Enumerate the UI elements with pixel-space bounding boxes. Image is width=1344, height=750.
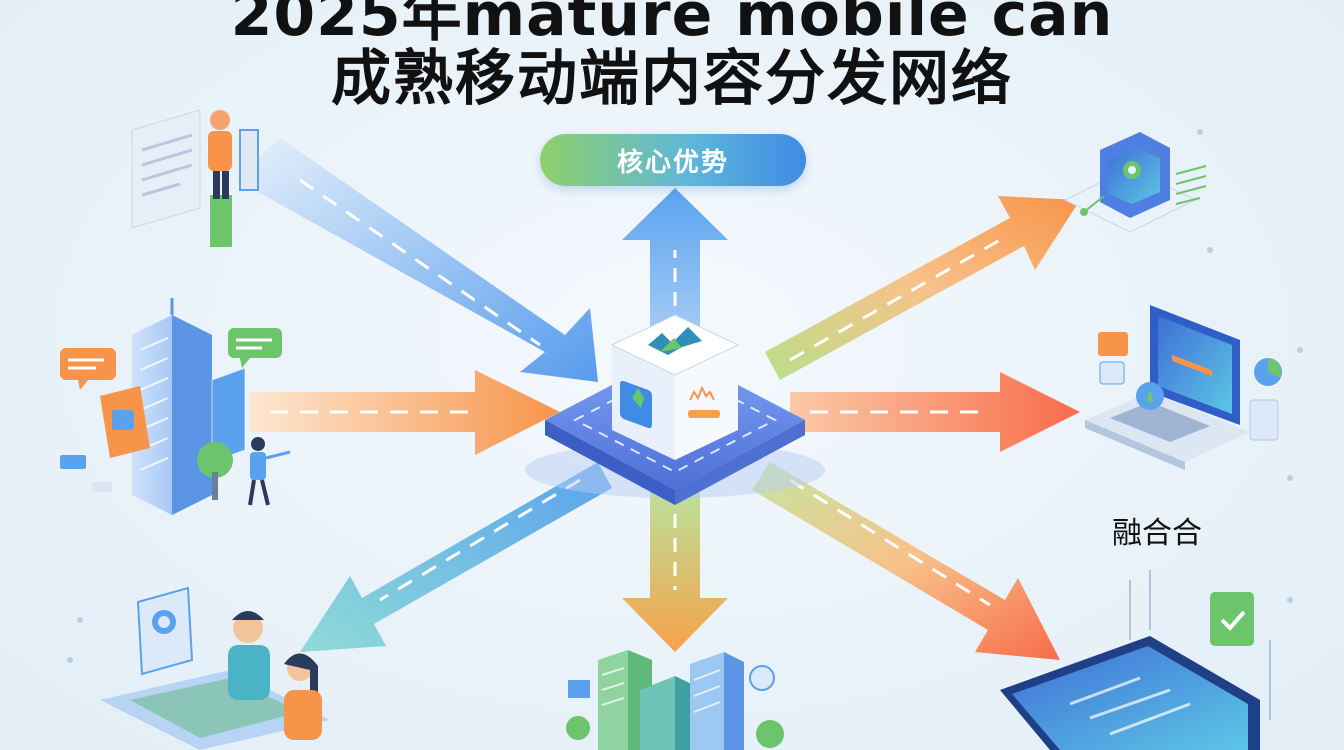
arrow-down: [622, 480, 728, 652]
person-icon: [248, 437, 291, 506]
arrow-up-right: [765, 196, 1080, 380]
laptop-icon: [1085, 305, 1282, 470]
person-icon: [228, 611, 270, 700]
person-icon: [284, 653, 322, 740]
page-title: 成熟移动端内容分发网络: [331, 44, 1013, 114]
arrow-down-left: [300, 462, 612, 652]
device-label: 融合合: [1112, 516, 1202, 551]
document-panel: [131, 109, 259, 229]
arrow-right: [790, 372, 1080, 452]
media-tile: [60, 386, 150, 492]
decorative-dots: [67, 129, 1303, 663]
floating-card: [136, 586, 194, 676]
core-advantage-badge: 核心优势: [540, 134, 806, 186]
person-icon: [208, 110, 232, 247]
arrow-down-right: [752, 462, 1060, 660]
chat-bubble-icon: [60, 348, 116, 390]
office-building-icon: [568, 650, 775, 750]
server-node-icon: [1063, 132, 1207, 233]
tree-icon: [566, 716, 784, 748]
tree-icon: [197, 442, 233, 500]
smartphone-icon: [1000, 570, 1271, 750]
arrow-inbound-top-left: [250, 138, 598, 382]
arrow-inbound-left: [250, 370, 560, 455]
page-title-cut: 2025年mature mobile can: [230, 0, 1114, 50]
chat-bubble-icon: [228, 328, 282, 368]
cube-hub-icon: [610, 314, 740, 460]
office-building-icon: [132, 298, 246, 515]
